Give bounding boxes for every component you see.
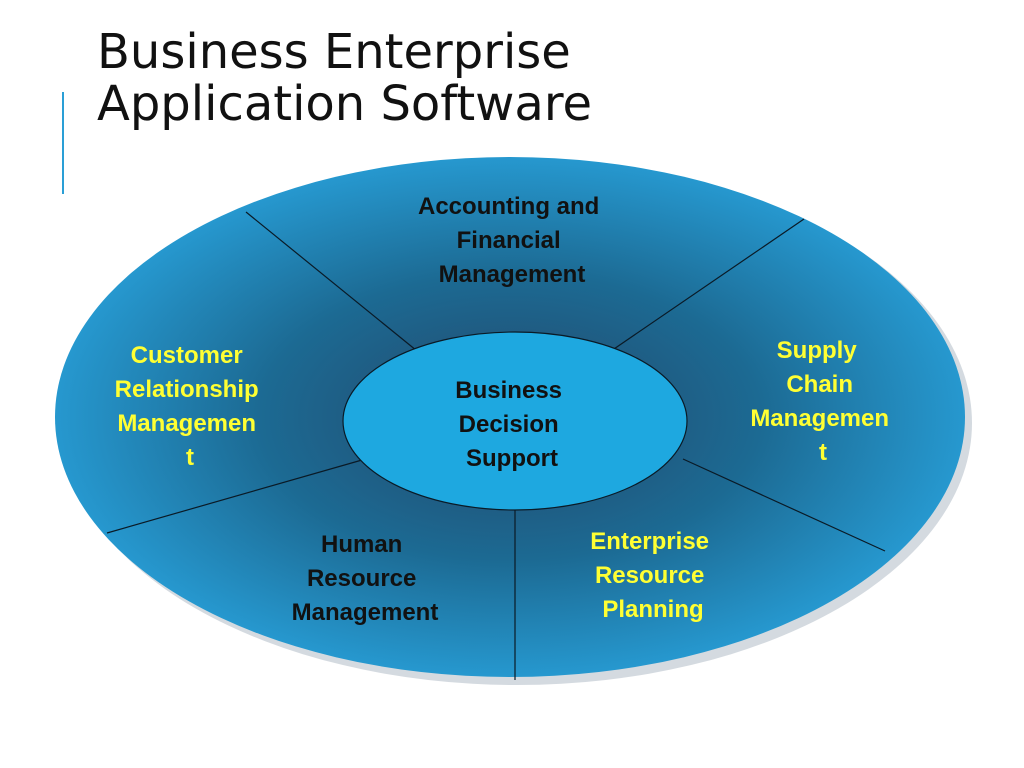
segment-label-hr: Human Resource Management <box>292 531 439 626</box>
segment-label-line: Resource <box>595 562 704 589</box>
segment-label-line: Management <box>292 599 439 626</box>
segment-label-line: Resource <box>307 565 416 592</box>
segment-label-accounting: Accounting and Financial Management <box>418 193 606 288</box>
segment-label-line: Chain <box>786 371 853 398</box>
segment-label-line: t <box>819 439 827 466</box>
segment-label-line: Financial <box>457 227 561 254</box>
segment-label-line: Management <box>439 261 586 288</box>
segment-label-line: Customer <box>131 342 243 369</box>
divider-top-left <box>245 211 423 356</box>
center-ellipse <box>342 331 688 511</box>
segment-label-line: t <box>186 444 194 471</box>
center-label-line: Decision <box>459 411 559 438</box>
segment-label-line: Planning <box>602 596 703 623</box>
segment-label-line: Enterprise <box>590 528 709 555</box>
title-line-2: Application Software <box>97 76 593 132</box>
divider-top-right <box>610 218 805 352</box>
center-label-line: Business <box>455 377 562 404</box>
segment-label-line: Human <box>321 531 402 558</box>
segment-label-supply-chain: Supply Chain Managemen t <box>750 337 895 466</box>
center-label: Business Decision Support <box>455 377 568 472</box>
segment-label-line: Supply <box>777 337 858 364</box>
page-title: Business Enterprise Application Software <box>97 26 897 130</box>
divider-bottom-right <box>682 458 886 552</box>
segment-label-erp: Enterprise Resource Planning <box>590 528 715 623</box>
segment-label-line: Relationship <box>115 376 259 403</box>
segment-dividers <box>106 211 886 680</box>
title-line-1: Business Enterprise <box>97 24 571 80</box>
segment-label-crm: Customer Relationship Managemen t <box>115 342 266 471</box>
segment-label-line: Managemen <box>750 405 889 432</box>
segment-label-line: Managemen <box>117 410 256 437</box>
segment-label-line: Accounting and <box>418 193 599 220</box>
title-accent-bar <box>62 92 64 194</box>
center-label-line: Support <box>466 445 558 472</box>
divider-bottom-left <box>106 459 363 534</box>
